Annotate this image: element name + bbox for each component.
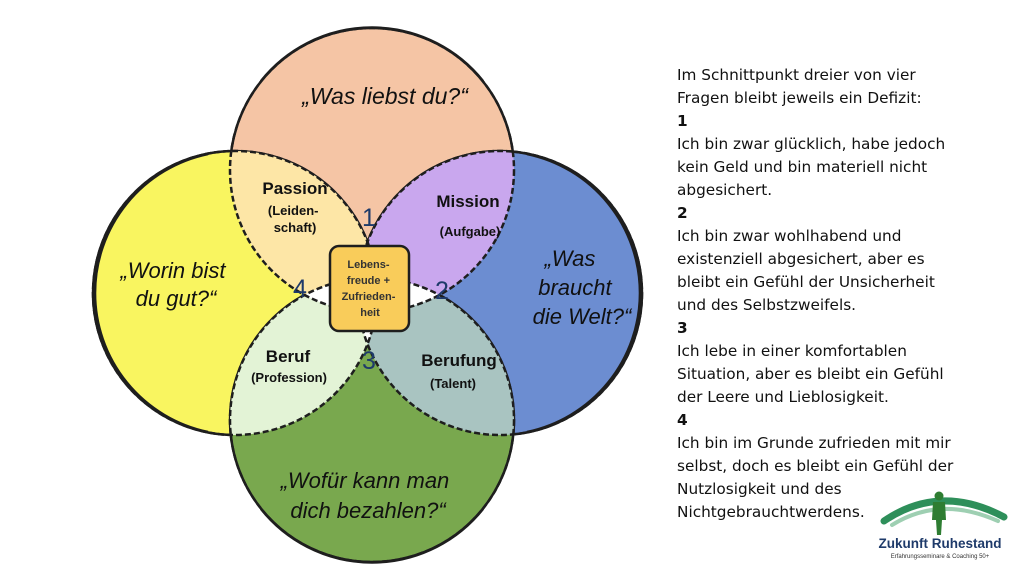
zukunft-ruhestand-logo: Zukunft Ruhestand Erfahrungsseminare & C… xyxy=(879,491,1008,560)
item-2-line-1: Ich bin zwar wohlhabend und xyxy=(677,227,902,245)
center-line-4: heit xyxy=(360,307,380,319)
item-1-line-3: abgesichert. xyxy=(677,181,773,199)
passion-sub-line-1: (Leiden- xyxy=(268,203,319,218)
triple-number-2: 2 xyxy=(435,277,449,305)
label-right-line-3: die Welt?“ xyxy=(533,304,633,329)
label-left-line-2: du gut?“ xyxy=(136,286,218,311)
logo-arc xyxy=(880,497,1008,525)
item-2-line-2: existenziell abgesichert, aber es xyxy=(677,250,925,268)
triple-number-1: 1 xyxy=(362,204,376,232)
label-left-good-at: „Worin bist du gut?“ xyxy=(119,258,231,311)
item-4-number: 4 xyxy=(677,411,688,429)
berufung-subtitle: (Talent) xyxy=(430,376,476,391)
label-top-love: „Was liebst du?“ xyxy=(301,83,469,109)
item-3-line-3: der Leere und Lieblosigkeit. xyxy=(677,388,889,406)
person-icon xyxy=(932,491,946,535)
item-2-number: 2 xyxy=(677,204,688,222)
item-3-number: 3 xyxy=(677,319,688,337)
item-4-line-4: Nichtgebrauchtwerdens. xyxy=(677,503,865,521)
outer-edge-top xyxy=(260,26,484,82)
passion-title: Passion xyxy=(262,179,327,198)
center-line-3: Zufrieden- xyxy=(342,291,396,303)
label-right-world-needs: „Was braucht die Welt?“ xyxy=(533,246,633,329)
label-left-line-1: „Worin bist xyxy=(119,258,226,283)
beruf-subtitle: (Profession) xyxy=(251,370,327,385)
berufung-title: Berufung xyxy=(421,351,497,370)
item-2-line-4: und des Selbstzweifels. xyxy=(677,296,857,314)
mission-title: Mission xyxy=(436,192,499,211)
item-2-line-3: bleibt ein Gefühl der Unsicherheit xyxy=(677,273,935,291)
center-line-1: Lebens- xyxy=(347,259,390,271)
explanation-text: Im Schnittpunkt dreier von vier Fragen b… xyxy=(677,64,997,524)
outer-edge-right xyxy=(526,152,642,434)
center-box xyxy=(328,244,411,333)
passion-subtitle: (Leiden- schaft) xyxy=(268,203,322,235)
item-1-number: 1 xyxy=(677,112,688,130)
outer-edge-left xyxy=(93,152,209,434)
beruf-title: Beruf xyxy=(266,347,311,366)
center-line-2: freude + xyxy=(347,275,390,287)
item-1-line-1: Ich bin zwar glücklich, habe jedoch xyxy=(677,135,946,153)
item-1-line-2: kein Geld und bin materiell nicht xyxy=(677,158,928,176)
label-bottom-line-1: „Wofür kann man xyxy=(280,468,450,493)
outer-edge-bottom xyxy=(260,508,484,564)
triple-number-3: 3 xyxy=(362,347,376,375)
logo-title: Zukunft Ruhestand xyxy=(879,536,1002,551)
label-right-line-2: braucht xyxy=(538,275,612,300)
passion-sub-line-2: schaft) xyxy=(274,220,317,235)
item-3-line-1: Ich lebe in einer komfortablen xyxy=(677,342,907,360)
intro-line-2: Fragen bleibt jeweils ein Defizit: xyxy=(677,89,922,107)
label-bottom-paid-for: „Wofür kann man dich bezahlen?“ xyxy=(280,468,456,523)
triple-number-4: 4 xyxy=(293,275,307,303)
item-4-line-2: selbst, doch es bleibt ein Gefühl der xyxy=(677,457,954,475)
label-bottom-line-2: dich bezahlen?“ xyxy=(290,498,447,523)
mission-subtitle: (Aufgabe) xyxy=(440,224,501,239)
item-4-line-3: Nutzlosigkeit und des xyxy=(677,480,842,498)
item-4-line-1: Ich bin im Grunde zufrieden mit mir xyxy=(677,434,951,452)
logo-subtitle: Erfahrungsseminare & Coaching 50+ xyxy=(891,554,990,560)
label-right-line-1: „Was xyxy=(543,246,595,271)
intro-line-1: Im Schnittpunkt dreier von vier xyxy=(677,66,916,84)
center-label: Lebens- freude + Zufrieden- heit xyxy=(342,259,399,319)
ikigai-diagram: „Was liebst du?“ „Worin bist du gut?“ „W… xyxy=(91,26,644,564)
item-3-line-2: Situation, aber es bleibt ein Gefühl xyxy=(677,365,944,383)
